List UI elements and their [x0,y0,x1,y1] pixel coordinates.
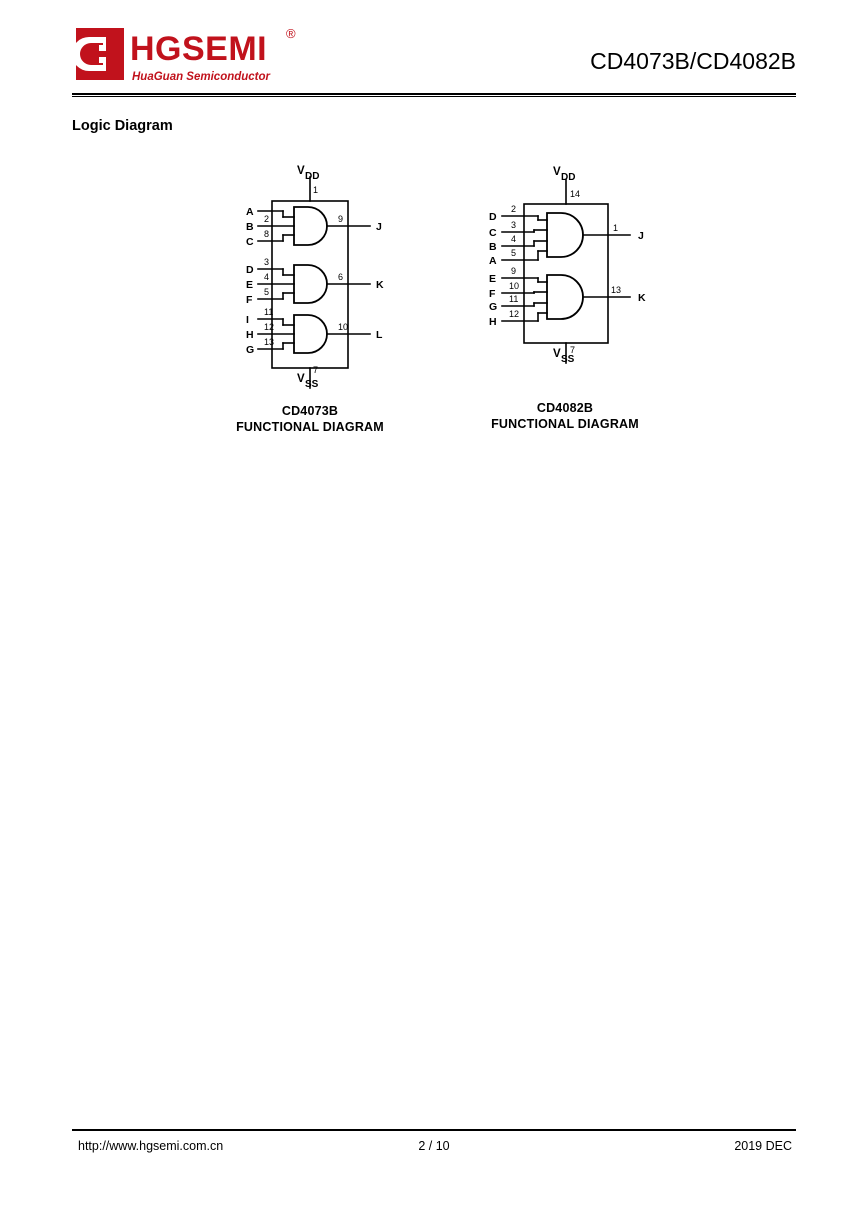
d1-vss-subscript: SS [305,379,319,390]
d1-g3-input-pin-h: 12 [264,322,274,332]
page-header: HGSEMI ® HuaGuan Semiconductor CD4073B/C… [72,24,796,90]
d2-vss-pin: 7 [570,345,575,355]
d1-g3-output-pin: 10 [338,322,348,332]
d1-vdd-subscript: DD [305,171,319,182]
d1-g1-input-pin-b: 2 [264,214,269,224]
d2-g2-output-label: K [638,292,646,304]
document-title: CD4073B/CD4082B [590,48,796,74]
d2-g1-input-label-a: A [489,255,497,267]
d2-g1-input-label-d: D [489,211,497,223]
d2-g2-input-pin-h: 12 [509,309,519,319]
d1-g1-output-label: J [376,221,382,233]
d2-vss-subscript: SS [561,354,575,365]
d2-g1-output-pin: 1 [613,223,618,233]
cd4073b-caption-line1: CD4073B [281,404,339,418]
d2-g2-input-pin-g: 11 [509,294,518,304]
d1-g3-input-pin-g: 13 [264,337,274,347]
d2-g1-input-label-c: C [489,227,497,239]
logo-tagline: HuaGuan Semiconductor [132,71,271,83]
d1-g3-input-label-h: H [246,329,254,341]
d2-g2-input-label-f: F [489,288,496,300]
d1-g3-input-pin-i: 11 [264,307,273,317]
d1-g1-input-label-a: A [246,206,254,218]
d1-g1-input-label-c: C [246,236,254,248]
d1-g1-input-label-b: B [246,221,254,233]
d1-vdd-pin: 1 [313,185,318,195]
footer-website-link[interactable]: http://www.hgsemi.com.cn [78,1139,224,1153]
logic-diagram-area: V DD 1 V SS 7 A B 2 C 8 9 J D 3 E 4 [0,160,868,450]
cd4082b-caption-line2: FUNCTIONAL DIAGRAM [491,417,639,431]
cd4082b-functional-diagram: V DD 14 V SS 7 D 2 C 3 B 4 A 5 1 J E 9 [489,166,646,365]
d2-g1-input-label-b: B [489,241,497,253]
d2-g2-input-label-e: E [489,273,496,285]
page-footer: http://www.hgsemi.com.cn 2 / 10 2019 DEC [72,1139,796,1159]
d1-g2-input-label-f: F [246,294,253,306]
d2-g2-input-pin-e: 9 [511,266,516,276]
d1-g2-input-pin-f: 5 [264,287,269,297]
d1-g3-input-label-g: G [246,344,254,356]
footer-divider [72,1129,796,1131]
d2-g2-input-label-g: G [489,301,497,313]
d1-g2-input-pin-d: 3 [264,257,269,267]
d1-g2-input-label-e: E [246,279,253,291]
d1-g1-output-pin: 9 [338,214,343,224]
section-heading: Logic Diagram [72,118,173,134]
d1-vss-pin: 7 [313,365,318,375]
cd4073b-caption: CD4073B FUNCTIONAL DIAGRAM [215,403,405,435]
logo-wordmark: HGSEMI [130,30,268,68]
footer-revision-date: 2019 DEC [734,1139,792,1153]
d2-vdd-pin: 14 [570,189,580,199]
cd4073b-functional-diagram: V DD 1 V SS 7 A B 2 C 8 9 J D 3 E 4 [246,165,384,390]
d2-g1-input-pin-b: 4 [511,234,516,244]
d1-g1-input-pin-c: 8 [264,229,269,239]
d2-g1-input-pin-c: 3 [511,220,516,230]
d1-g2-input-pin-e: 4 [264,272,269,282]
cd4082b-caption: CD4082B FUNCTIONAL DIAGRAM [470,400,660,432]
d2-g1-input-pin-d: 2 [511,204,516,214]
d1-g3-input-label-i: I [246,314,249,326]
d1-g2-input-label-d: D [246,264,254,276]
footer-page-number: 2 / 10 [418,1139,450,1153]
d1-vdd-label: V [297,165,305,177]
header-divider [72,93,796,97]
d2-g2-input-pin-f: 10 [509,281,519,291]
d2-g1-input-pin-a: 5 [511,248,516,258]
registered-trademark-icon: ® [286,26,296,41]
d1-g3-output-label: L [376,329,383,341]
d2-g2-output-pin: 13 [611,285,621,295]
cd4082b-caption-line1: CD4082B [536,401,594,415]
hgsemi-logo-mark [76,28,124,80]
d2-g1-output-label: J [638,230,644,242]
cd4073b-caption-line2: FUNCTIONAL DIAGRAM [236,420,384,434]
d1-vss-label: V [297,373,305,385]
company-logo: HGSEMI ® HuaGuan Semiconductor [72,24,372,90]
d2-vss-label: V [553,348,561,360]
d2-g2-input-label-h: H [489,316,497,328]
d2-vdd-subscript: DD [561,172,575,183]
d1-g2-output-pin: 6 [338,272,343,282]
d2-vdd-label: V [553,166,561,178]
d1-g2-output-label: K [376,279,384,291]
